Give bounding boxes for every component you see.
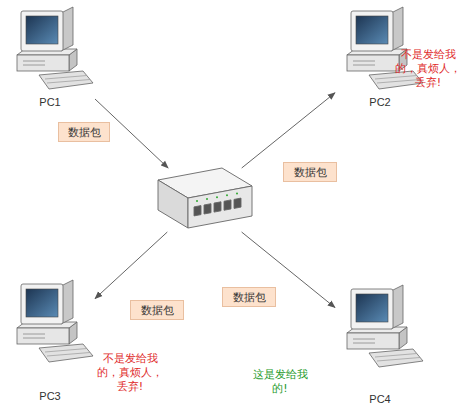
computer-icon bbox=[17, 7, 93, 89]
annotation-note: 这是发给我的! bbox=[247, 368, 313, 396]
switch-node bbox=[152, 168, 252, 232]
computer-node: PC4 bbox=[335, 283, 425, 405]
computer-label: PC4 bbox=[335, 393, 425, 405]
packet-box: 数据包 bbox=[222, 287, 276, 307]
connector-arrow bbox=[95, 232, 167, 299]
packet-label: 数据包 bbox=[233, 290, 266, 305]
annotation-note: 不是发给我的，真烦人，丢弃! bbox=[97, 352, 163, 394]
packet-label: 数据包 bbox=[141, 303, 174, 318]
packet-label: 数据包 bbox=[294, 165, 327, 180]
computer-node: PC1 bbox=[5, 5, 95, 108]
connector-arrow bbox=[95, 99, 168, 168]
annotation-note: 不是发给我的，真烦人，丢弃! bbox=[393, 48, 463, 90]
packet-box: 数据包 bbox=[130, 300, 184, 320]
packet-box: 数据包 bbox=[58, 122, 110, 142]
computer-label: PC1 bbox=[5, 96, 95, 108]
switch-device bbox=[158, 168, 252, 228]
computer-icon bbox=[17, 280, 93, 362]
computer-icon bbox=[347, 285, 423, 367]
packet-label: 数据包 bbox=[68, 125, 101, 140]
computer-node: PC3 bbox=[5, 278, 95, 402]
connector-arrow bbox=[242, 232, 335, 308]
packet-box: 数据包 bbox=[283, 162, 337, 182]
computer-label: PC3 bbox=[5, 390, 95, 402]
computer-label: PC2 bbox=[335, 96, 425, 108]
connector-arrow bbox=[242, 93, 335, 168]
